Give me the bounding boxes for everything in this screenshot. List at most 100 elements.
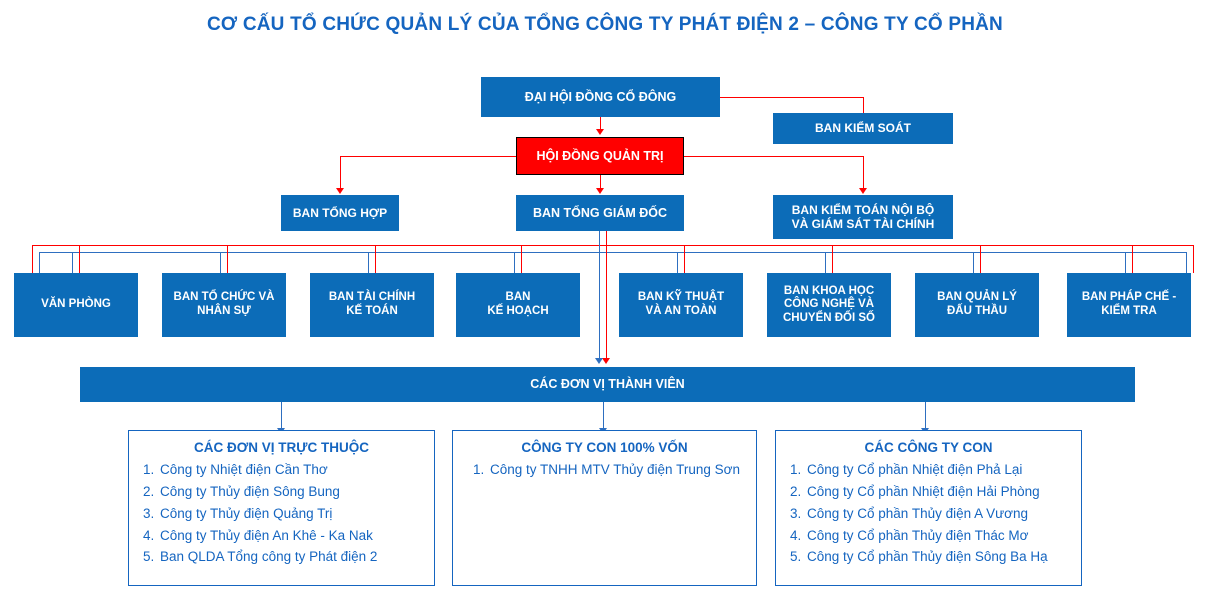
node-department-7[interactable]: BAN PHÁP CHẾ -KIỂM TRA [1067,273,1191,337]
list-item-number: 4. [790,527,802,543]
list-item[interactable]: 4.Công ty Thủy điện An Khê - Ka Nak [143,525,434,547]
list-item-number: 2. [790,483,802,499]
list-item[interactable]: 1.Công ty TNHH MTV Thủy điện Trung Sơn [467,459,756,481]
list-item-number: 3. [790,505,802,521]
arrowhead-bktnb [859,188,867,194]
list-item[interactable]: 5. Công ty Cổ phần Thủy điện Sông Ba Hạ [790,546,1081,568]
list-item-number: 4. [143,527,155,543]
dept-drop-blue-3 [514,252,515,273]
list-item-label: Công ty Cổ phần Thủy điện Thác Mơ [807,527,1029,543]
department-1-line2: NHÂN SỰ [197,305,251,317]
department-3-line2: KẾ HOẠCH [487,305,549,317]
list-item-number: 1. [143,462,155,477]
department-5-line2: CÔNG NGHỆ VÀ [783,298,875,311]
list-item-label: Ban QLDA Tổng công ty Phát điện 2 [160,549,378,565]
list-item-label: Công ty Thủy điện Quảng Trị [160,505,333,521]
list-item[interactable]: 3. Công ty Cổ phần Thủy điện A Vương [790,503,1081,525]
node-department-0[interactable]: VĂN PHÒNG [14,273,138,337]
node-shareholders-meeting[interactable]: ĐẠI HỘI ĐỒNG CỔ ĐÔNG [481,77,720,117]
node-general-affairs[interactable]: BAN TỔNG HỢP [281,195,399,231]
connector-hdqt-to-bktnb-h [684,156,863,157]
department-7-line2: KIỂM TRA [1101,305,1157,317]
node-internal-audit-line2: VÀ GIÁM SÁT TÀI CHÍNH [791,217,935,231]
arrowhead-member-units-red [602,358,610,364]
list-item[interactable]: 1. Công ty Cổ phần Nhiệt điện Phả Lại [790,459,1081,481]
connector-hdqt-to-bth-v [340,156,341,190]
list-item-number: 2. [143,483,155,499]
list-item-number: 5. [143,549,155,565]
list-item-number: 3. [143,505,155,521]
department-4-line2: VÀ AN TOÀN [645,305,717,317]
bar-to-panel-3 [925,402,926,430]
dept-drop-blue-2 [368,252,369,273]
page-title: CƠ CẤU TỔ CHỨC QUẢN LÝ CỦA TỔNG CÔNG TY … [207,14,1003,35]
department-4-line1: BAN KỸ THUẬT [637,291,725,304]
dept-drop-blue-4 [677,252,678,273]
list-item-label: Công ty Cổ phần Thủy điện A Vương [807,505,1029,521]
list-item-number: 1. [473,462,485,477]
department-2-line1: BAN TÀI CHÍNH [328,291,416,304]
panel-1-heading: CÔNG TY CON 100% VỐN [521,440,688,455]
btgd-feed-blue [599,231,600,252]
dept-drop-red-3 [521,245,522,273]
connector-hdqt-to-bktnb-v [863,156,864,190]
department-7-line1: BAN PHÁP CHẾ - [1081,291,1177,304]
list-item[interactable]: 2. Công ty Thủy điện Sông Bung [143,481,434,503]
panel-0-list: 1.Công ty Nhiệt điện Cần Thơ 2. Công ty Th… [129,459,434,568]
bus-endcap-left-blue [39,252,40,273]
arrowhead-btgd [596,188,604,194]
node-general-management[interactable]: BAN TỔNG GIÁM ĐỐC [516,195,684,231]
connector-dhdcd-to-hdqt [600,117,601,131]
dept-drop-red-6 [980,245,981,273]
dept-drop-red-4 [684,245,685,273]
dept-drop-red-1 [227,245,228,273]
department-bus-red [32,245,1193,246]
dept-drop-blue-0 [72,252,73,273]
panel-1-list: 1.Công ty TNHH MTV Thủy điện Trung Sơn [453,459,756,481]
panel-0: CÁC ĐƠN VỊ TRỰC THUỘC 1.Công ty Nhiệt điệ… [128,430,435,586]
arrowhead-bth [336,188,344,194]
dept-drop-red-5 [832,245,833,273]
btgd-feed-red [606,231,607,245]
dept-drop-red-2 [375,245,376,273]
department-6-line1: BAN QUẢN LÝ [937,291,1017,304]
list-item[interactable]: 1.Công ty Nhiệt điện Cần Thơ [143,459,434,481]
node-internal-audit-line1: BAN KIỂM TOÁN NỘI BỘ [791,202,935,217]
btgd-to-member-units-red [606,245,607,360]
list-item-label: Công ty Cổ phần Nhiệt điện Phả Lại [807,462,1023,477]
department-3-line1: BAN [505,291,531,304]
panel-1: CÔNG TY CON 100% VỐN 1.Công ty TNHH MTV T… [452,430,757,586]
panel-0-heading: CÁC ĐƠN VỊ TRỰC THUỘC [194,440,369,455]
list-item[interactable]: 5. Ban QLDA Tổng công ty Phát điện 2 [143,546,434,568]
department-5-line3: CHUYỂN ĐỔI SỐ [782,311,875,324]
bus-endcap-right-red [1193,245,1194,273]
list-item-label: Công ty Thủy điện Sông Bung [160,483,340,499]
department-5-line1: BAN KHOA HỌC [783,284,875,297]
list-item[interactable]: 4. Công ty Cổ phần Thủy điện Thác Mơ [790,525,1081,547]
list-item-number: 5. [790,549,802,565]
bar-to-panel-2 [603,402,604,430]
node-internal-audit[interactable]: BAN KIỂM TOÁN NỘI BỘ VÀ GIÁM SÁT TÀI CHÍ… [773,195,953,239]
connector-hdqt-to-bth-h [340,156,516,157]
list-item[interactable]: 3. Công ty Thủy điện Quảng Trị [143,503,434,525]
connector-dhdcd-to-bks-h [720,97,863,98]
node-supervisory-board[interactable]: BAN KIỂM SOÁT [773,113,953,144]
node-member-units-bar[interactable]: CÁC ĐƠN VỊ THÀNH VIÊN [80,367,1135,402]
department-2-line2: KẾ TOÁN [346,305,398,317]
list-item-label: Công ty Cổ phần Thủy điện Sông Ba Hạ [807,549,1048,565]
dept-drop-red-7 [1132,245,1133,273]
list-item-number: 1. [790,462,802,477]
department-0-line1: VĂN PHÒNG [41,298,111,311]
node-board-of-directors[interactable]: HỘI ĐỒNG QUẢN TRỊ [516,137,684,175]
list-item[interactable]: 2.Công ty Cổ phần Nhiệt điện Hải Phòng [790,481,1081,503]
connector-hdqt-to-btgd [600,175,601,190]
